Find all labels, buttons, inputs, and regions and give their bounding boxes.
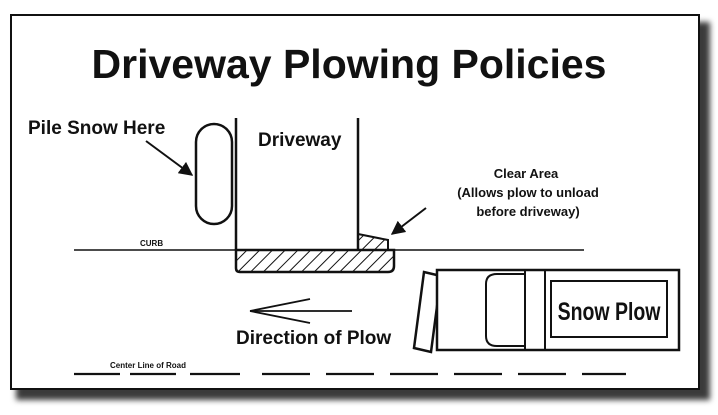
clear-area-pointer-arrow xyxy=(390,207,427,235)
page-title: Driveway Plowing Policies xyxy=(92,41,607,87)
snow-plow-label: Snow Plow xyxy=(558,298,661,326)
truck-sign-panel xyxy=(550,280,668,338)
clear-area-desc-1: (Allows plow to unload xyxy=(457,185,599,200)
pile-snow-pointer-arrow xyxy=(145,140,194,176)
clear-area-desc-2: before driveway) xyxy=(476,204,579,219)
clear-area-hatch xyxy=(357,232,389,251)
snow-pile-oval xyxy=(194,122,234,226)
center-line-label: Center Line of Road xyxy=(110,361,186,370)
clear-area-label: Clear Area xyxy=(494,166,559,181)
curb-label: CURB xyxy=(140,239,163,248)
direction-label: Direction of Plow xyxy=(236,328,391,349)
pile-snow-label: Pile Snow Here xyxy=(28,118,165,139)
direction-arrow xyxy=(249,298,352,324)
truck-cab xyxy=(485,273,526,347)
driveway-apron-hatch xyxy=(234,248,396,274)
snow-plow-truck: Snow Plow xyxy=(412,268,681,354)
driveway-label: Driveway xyxy=(258,130,342,151)
